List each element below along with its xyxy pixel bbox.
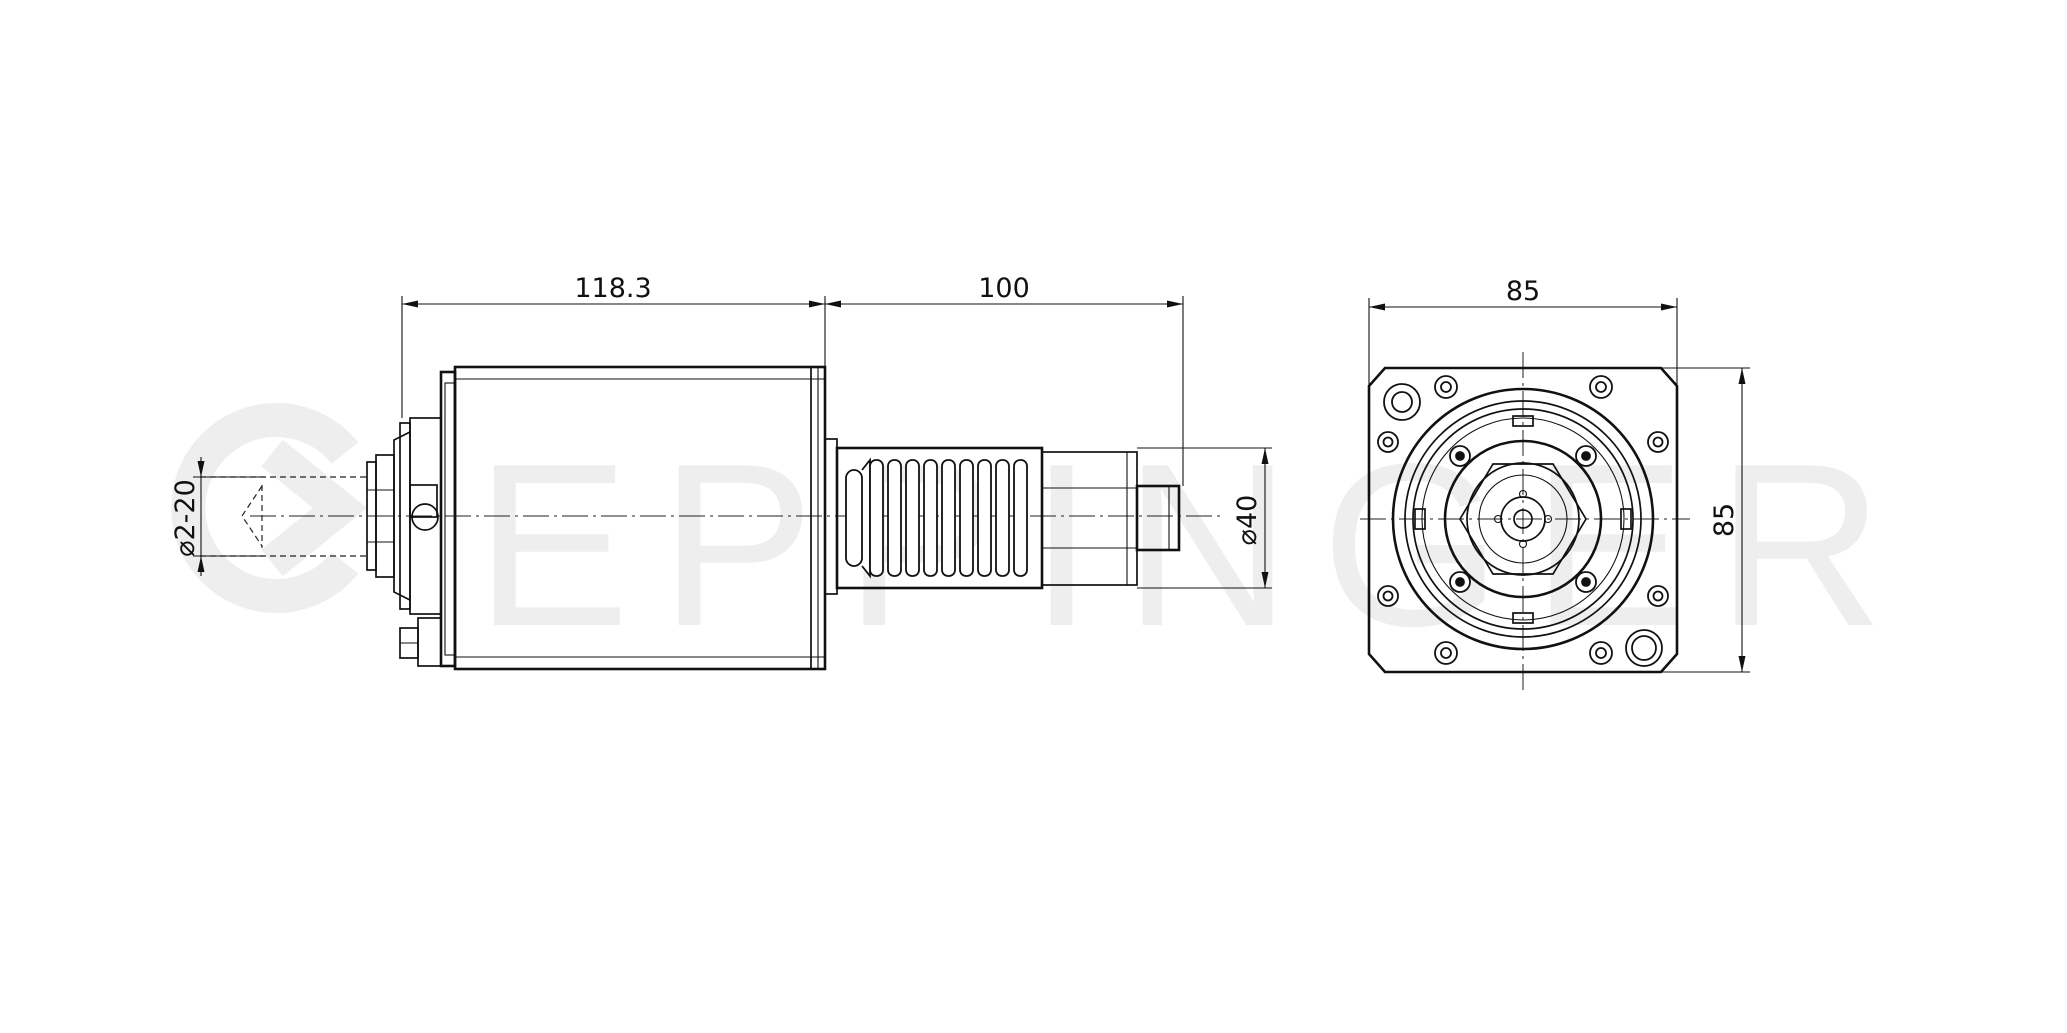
outer-bolts — [1377, 375, 1669, 665]
serration — [845, 457, 1028, 579]
inner-bolts — [1449, 445, 1597, 593]
watermark-logo-icon — [171, 403, 368, 613]
watermark-text: EPPINGER — [475, 416, 1914, 675]
shank — [824, 438, 1181, 595]
dimensions: 118.3 100 85 85 ⌀40 ⌀2-20 — [170, 273, 1750, 673]
key-slots — [1414, 415, 1632, 624]
collet-nut — [1443, 439, 1603, 599]
front-view — [1360, 352, 1690, 690]
dim-housing-length: 118.3 — [574, 273, 651, 304]
coolant-connector — [399, 617, 442, 667]
dim-flange-width: 85 — [1506, 276, 1540, 307]
dim-clamping-range: ⌀2-20 — [170, 479, 201, 557]
side-view — [200, 365, 1225, 671]
dim-shank-diameter: ⌀40 — [1232, 495, 1263, 546]
coolant-ports — [1383, 383, 1663, 667]
tool-outline — [200, 476, 367, 557]
dim-flange-height: 85 — [1709, 503, 1740, 537]
front-flange — [439, 370, 457, 668]
collet-nose — [366, 417, 442, 615]
dim-shank-length: 100 — [978, 273, 1030, 304]
